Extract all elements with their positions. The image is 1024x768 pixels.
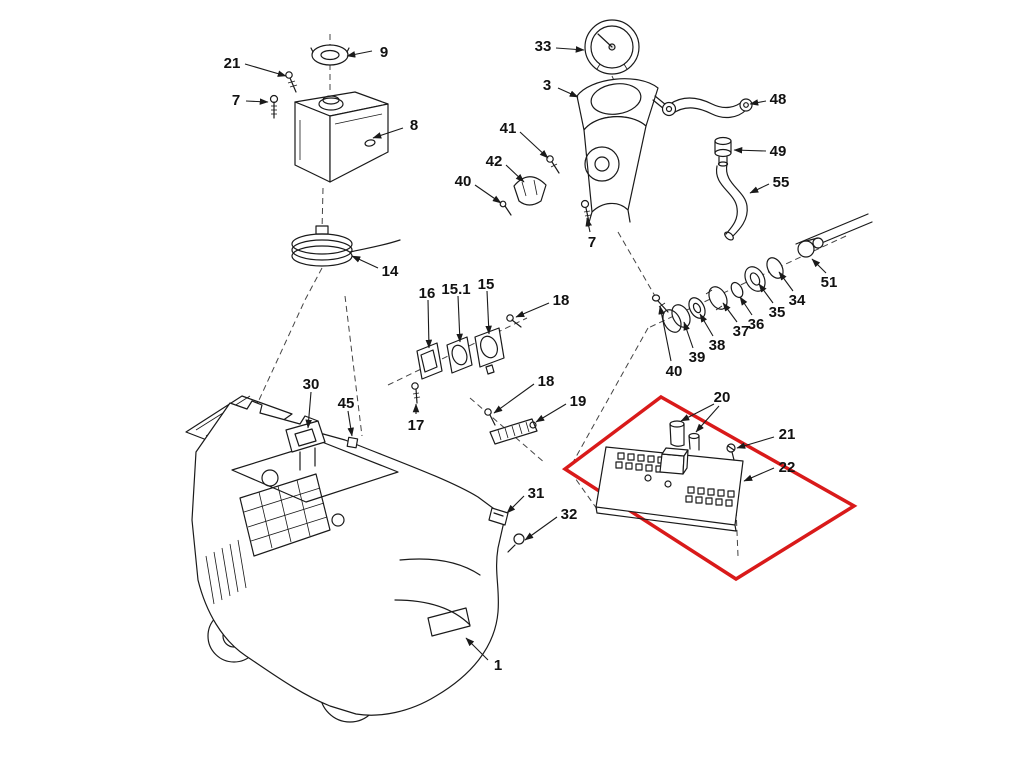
plate-16 [416,342,443,380]
screw-21a [285,71,298,93]
screw-18a [506,314,522,328]
hook-31 [488,507,509,526]
screw-21b [726,443,736,461]
part-label-7b: 7 [588,234,596,251]
part-label-21a: 21 [224,55,241,72]
part-labels: 9 21 7 8 14 33 3 41 42 40 7 48 49 55 51 … [224,38,838,674]
part-label-42: 42 [486,153,503,170]
part-label-21b: 21 [779,426,796,443]
ring-36 [730,281,744,299]
plate-15 [474,327,505,375]
part-label-31: 31 [528,485,545,502]
tank-cap [310,44,350,66]
knob-42 [513,176,547,206]
tank-body [294,91,389,183]
part-label-15-1: 15.1 [441,281,470,298]
part-label-51: 51 [821,274,838,291]
part-label-45: 45 [338,395,355,412]
part-label-7a: 7 [232,92,240,109]
part-label-33: 33 [535,38,552,55]
part-label-38: 38 [709,337,726,354]
part-label-40b: 40 [666,363,683,380]
boss-circle-a [261,469,279,487]
circuit-board [595,446,744,532]
part-label-19: 19 [570,393,587,410]
handle-slot [427,607,471,637]
part-label-18b: 18 [538,373,555,390]
pcb-assembly [561,394,858,582]
body-contour-a [399,558,481,576]
gauge-console-assembly [499,19,659,227]
part-label-17: 17 [408,417,425,434]
handle-hose-assembly [652,95,753,241]
part-label-8: 8 [410,117,418,134]
screw-40a [499,200,512,216]
part-label-32: 32 [561,506,578,523]
part-label-35: 35 [769,304,786,321]
body-outline [191,400,506,716]
capacitor-20 [669,420,700,451]
chassis-assembly [185,395,525,723]
part-label-3: 3 [543,77,551,94]
plate-15-1 [446,336,473,374]
part-label-18a: 18 [553,292,570,309]
ribbed-strip-19 [489,418,538,445]
part-label-16: 16 [419,285,436,302]
clip-45 [346,436,359,449]
part-label-9: 9 [380,44,388,61]
part-label-39: 39 [689,349,706,366]
leader-lines [244,46,827,661]
part-label-30: 30 [303,376,320,393]
body-contour-b [394,599,471,626]
side-hatching [205,539,247,605]
screw-17 [411,382,421,404]
vent-grid [239,473,331,557]
filter-stack-assembly [411,314,538,445]
hose-55 [716,163,748,241]
part-label-41: 41 [500,120,517,137]
part-label-1: 1 [494,657,502,674]
screw-7a [269,94,279,119]
part-label-37: 37 [733,323,750,340]
ring-35 [744,266,766,292]
part-label-48: 48 [770,91,787,108]
part-label-22: 22 [779,459,796,476]
part-label-55: 55 [773,174,790,191]
coiled-cable [291,225,401,267]
part-label-14: 14 [382,263,399,280]
part-label-36: 36 [748,316,765,333]
part-label-20: 20 [714,389,731,406]
pressure-gauge [584,19,640,75]
lever-48 [661,97,753,119]
part-label-34: 34 [789,292,806,309]
screw-41 [546,155,560,174]
fitting-49 [714,136,732,167]
console-panel [576,78,659,227]
part-label-40a: 40 [455,173,472,190]
boss-circle-b [331,513,345,527]
part-label-15: 15 [478,276,495,293]
clamp-51 [797,237,824,258]
highlight-box [561,394,858,582]
screw-18b [484,408,496,426]
part-label-49: 49 [770,143,787,160]
tank-assembly [269,44,401,267]
latch-32 [507,533,525,553]
